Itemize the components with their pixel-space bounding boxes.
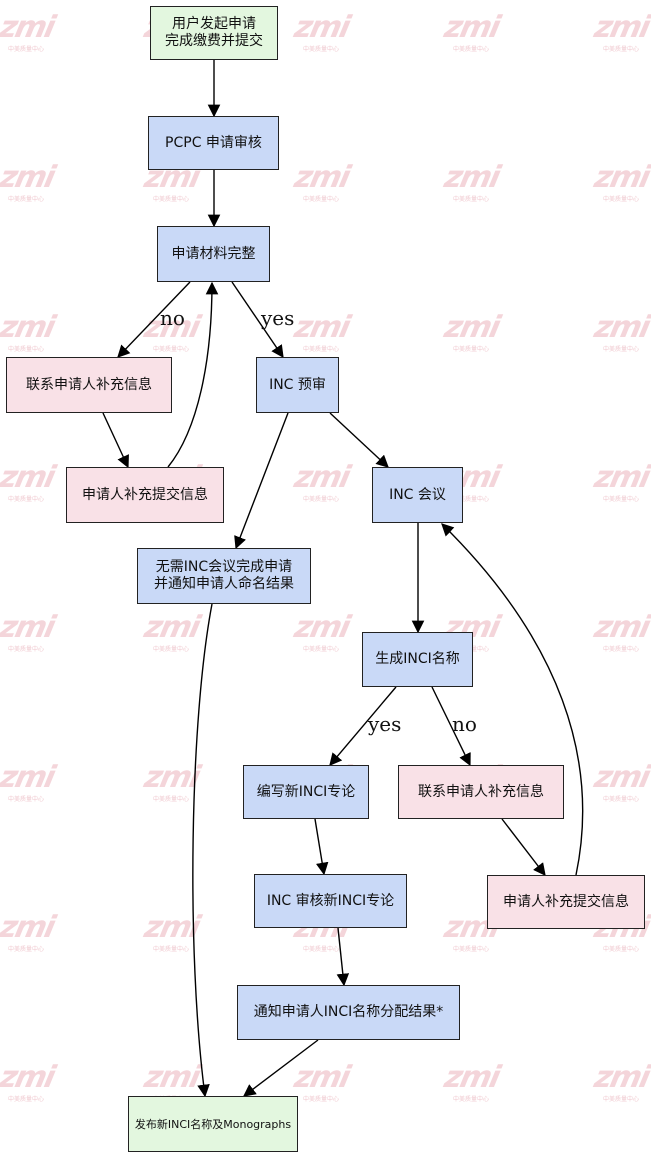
edge-submit1-to-materials — [167, 281, 219, 468]
node-contact-applicant-2-label: 联系申请人补充信息 — [418, 783, 544, 800]
edge-write-to-review — [314, 818, 329, 876]
node-no-meeting-needed: 无需INC会议完成申请 并通知申请人命名结果 — [137, 548, 311, 604]
node-applicant-submit-2-label: 申请人补充提交信息 — [503, 893, 629, 910]
edge-materials-to-contact1 — [117, 281, 191, 358]
edge-review-to-notify — [336, 927, 350, 987]
node-start-line2: 完成缴费并提交 — [165, 33, 263, 49]
edge-genname-to-write — [329, 686, 397, 766]
node-inc-review-monograph: INC 审核新INCI专论 — [254, 874, 407, 928]
node-inc-prereview-label: INC 预审 — [269, 376, 326, 393]
node-start: 用户发起申请 完成缴费并提交 — [150, 6, 278, 60]
node-applicant-submit-1: 申请人补充提交信息 — [66, 467, 224, 523]
node-notify-result-label: 通知申请人INCI名称分配结果* — [253, 1004, 444, 1020]
edge-label-materials-no: no — [160, 306, 185, 330]
edge-notify-to-publish — [242, 1039, 319, 1097]
edge-label-name-no: no — [452, 712, 477, 736]
edge-label-materials-yes: yes — [261, 306, 295, 330]
node-publish: 发布新INCI名称及Monographs — [128, 1096, 298, 1152]
node-inc-meeting: INC 会议 — [372, 467, 463, 523]
edge-genname-to-contact2 — [431, 686, 471, 767]
node-inc-prereview: INC 预审 — [256, 357, 339, 413]
node-applicant-submit-2: 申请人补充提交信息 — [487, 875, 645, 929]
node-start-line1: 用户发起申请 — [172, 16, 256, 32]
edge-incpre-to-nomeeting — [234, 412, 289, 550]
node-applicant-submit-1-label: 申请人补充提交信息 — [82, 486, 208, 503]
edge-nomeeting-to-publish — [192, 603, 213, 1098]
node-pcpc-review-label: PCPC 申请审核 — [165, 134, 262, 151]
node-materials-complete: 申请材料完整 — [157, 226, 270, 282]
edge-incpre-to-incmeeting — [329, 412, 389, 468]
node-inc-review-monograph-label: INC 审核新INCI专论 — [266, 892, 395, 909]
node-write-monograph-label: 编写新INCI专论 — [256, 783, 356, 800]
node-generate-inci-name: 生成INCI名称 — [362, 632, 473, 687]
node-generate-inci-name-label: 生成INCI名称 — [375, 651, 460, 667]
node-inc-meeting-label: INC 会议 — [389, 486, 446, 503]
node-no-meeting-needed-line2: 并通知申请人命名结果 — [154, 576, 294, 592]
node-contact-applicant-1-label: 联系申请人补充信息 — [26, 376, 152, 393]
node-write-monograph: 编写新INCI专论 — [243, 765, 369, 819]
node-contact-applicant-2: 联系申请人补充信息 — [398, 765, 564, 819]
edge-contact2-to-submit2 — [501, 818, 546, 876]
node-publish-label: 发布新INCI名称及Monographs — [134, 1117, 292, 1131]
node-notify-result: 通知申请人INCI名称分配结果* — [237, 985, 460, 1040]
edge-materials-to-incpre — [231, 281, 284, 359]
edge-contact1-to-submit1 — [102, 412, 129, 469]
node-no-meeting-needed-line1: 无需INC会议完成申请 — [155, 559, 293, 575]
node-contact-applicant-1: 联系申请人补充信息 — [6, 357, 172, 413]
edge-submit2-to-incmeeting — [441, 523, 584, 876]
edge-label-name-yes: yes — [368, 712, 402, 736]
node-materials-complete-label: 申请材料完整 — [171, 245, 256, 262]
node-pcpc-review: PCPC 申请审核 — [148, 116, 279, 170]
